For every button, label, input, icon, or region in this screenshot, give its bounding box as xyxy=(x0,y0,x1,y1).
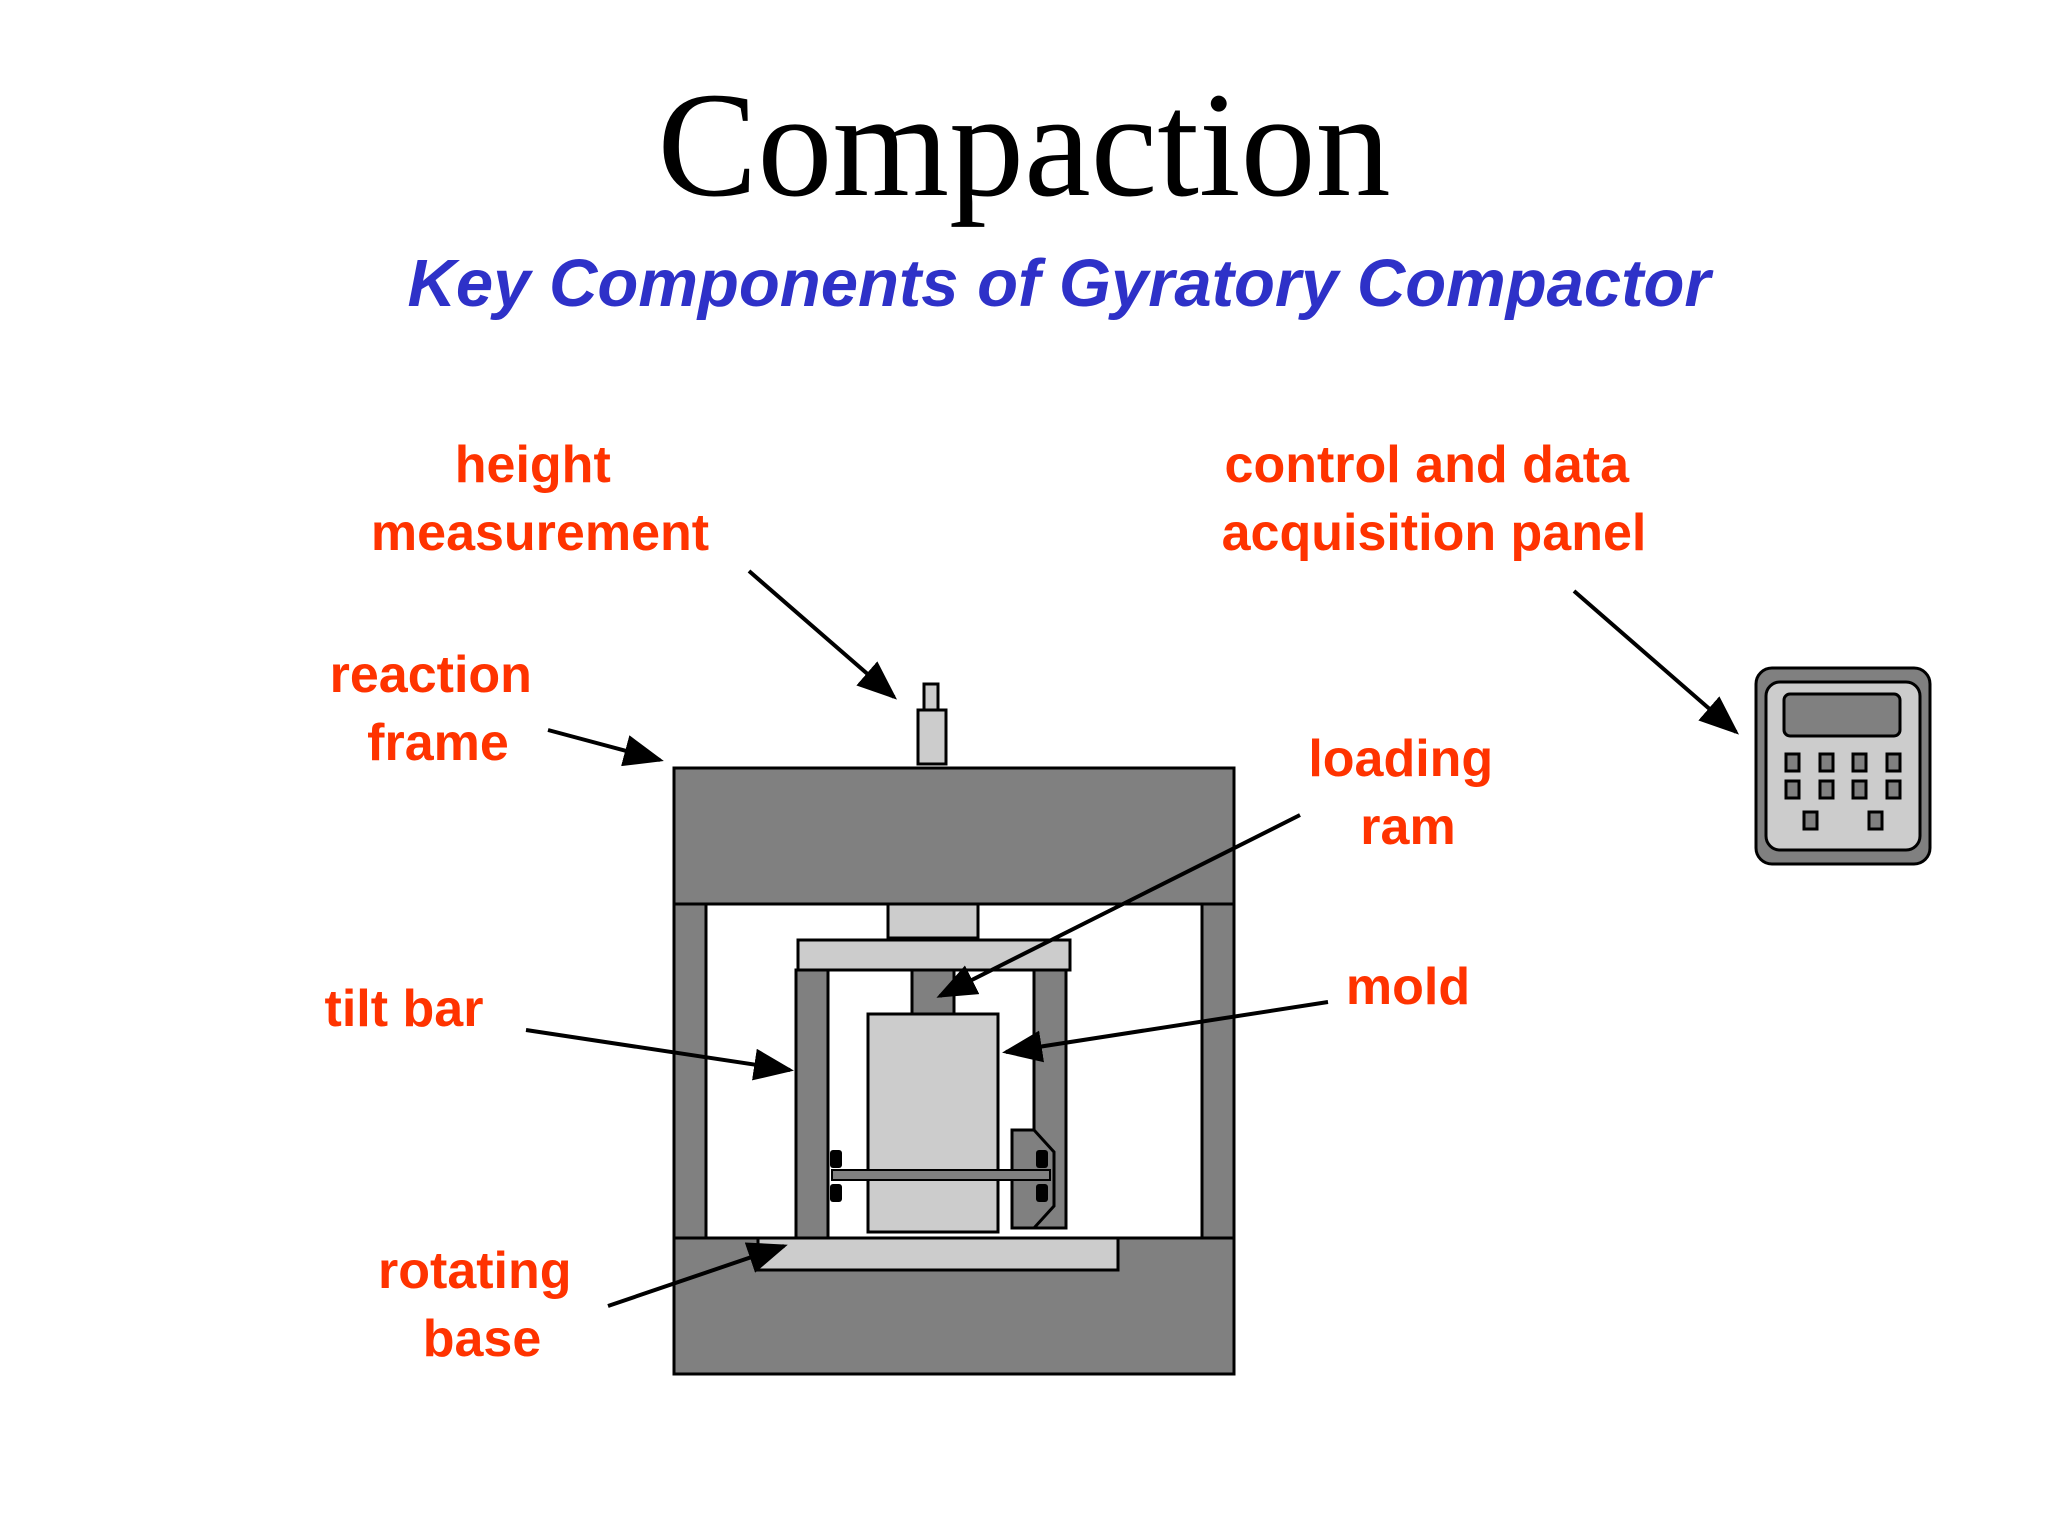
rotating-base xyxy=(756,1236,1120,1272)
callout-arrows xyxy=(525,569,1740,1308)
arrow-reaction-frame xyxy=(547,728,664,767)
label-reaction-frame: reaction frame xyxy=(330,646,547,772)
label-rotating-base: rotating base xyxy=(378,1242,586,1368)
label-height-measurement: height measurement xyxy=(371,436,709,562)
arrow-height-measurement xyxy=(747,569,898,700)
control-panel xyxy=(1754,666,1932,866)
arrow-rotating-base xyxy=(607,1242,788,1308)
label-control-panel: control and data acquisition panel xyxy=(1222,436,1647,562)
label-tilt-bar: tilt bar xyxy=(325,980,484,1038)
mold xyxy=(866,1012,1000,1234)
arrow-mold xyxy=(1002,1000,1329,1063)
arrow-tilt-bar xyxy=(525,1028,794,1081)
height-measurement-sensor xyxy=(916,682,948,766)
slide-subtitle: Key Components of Gyratory Compactor xyxy=(407,246,1711,321)
callout-labels: height measurement control and data acqu… xyxy=(325,436,1647,1368)
tilt-bar xyxy=(830,1150,1051,1202)
panel-keys xyxy=(1784,752,1902,831)
frame-right-column xyxy=(1200,902,1236,1240)
frame-left-column xyxy=(672,902,708,1240)
loading-ram xyxy=(796,902,1072,1016)
label-loading-ram: loading ram xyxy=(1308,730,1507,856)
frame-top-beam xyxy=(672,766,1236,906)
panel-display xyxy=(1782,692,1902,738)
arrow-control-panel xyxy=(1572,589,1740,735)
arrow-loading-ram xyxy=(936,813,1301,998)
slide-title: Compaction xyxy=(657,62,1391,228)
label-mold: mold xyxy=(1346,958,1470,1016)
